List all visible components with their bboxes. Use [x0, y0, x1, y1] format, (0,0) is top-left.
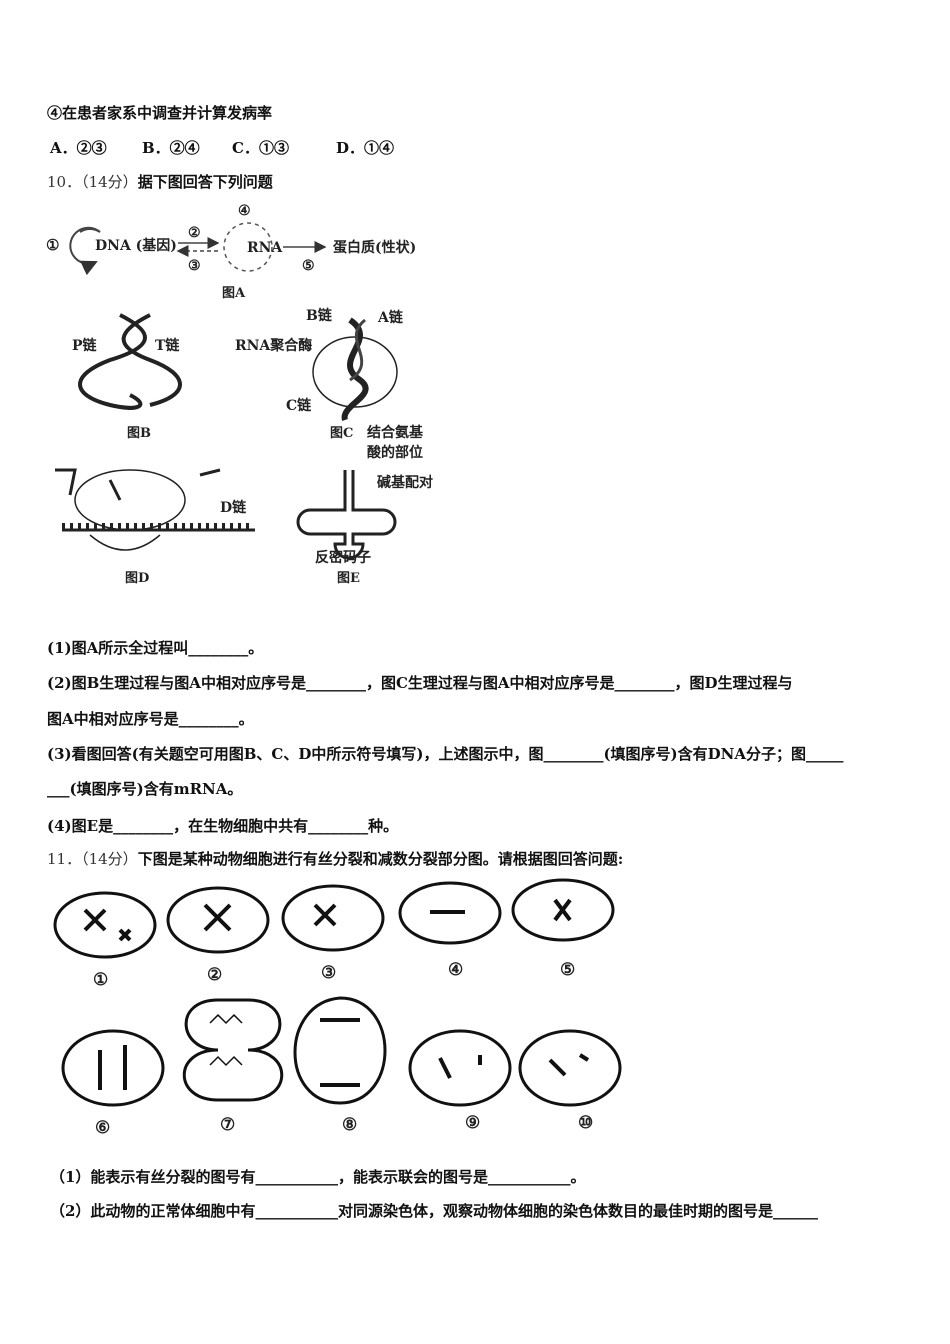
choice-a: A．②③	[50, 139, 107, 157]
label: ⑤	[302, 258, 315, 274]
figure-e: 结合氨基 酸的部位 碱基配对 反密码子 图E	[296, 424, 433, 586]
cell-label: ③	[321, 963, 336, 983]
q11-part2: （2）此动物的正常体细胞中有___________对同源染色体，观察动物体细胞的…	[50, 1202, 818, 1220]
label: C链	[286, 397, 312, 414]
question-number: 11．（14分）	[47, 850, 138, 868]
label: ②	[188, 225, 201, 241]
caption: 图D	[125, 571, 149, 586]
q10-part2-line1: (2)图B生理过程与图A中相对应序号是________，图C生理过程与图A中相对…	[47, 674, 793, 692]
cell-label: ①	[93, 970, 108, 990]
label: D链	[220, 499, 247, 516]
figure-c: B链 A链 RNA聚合酶 C链 图C	[235, 307, 404, 441]
q10-part3-line1: (3)看图回答(有关题空可用图B、C、D中所示符号填写)，上述图示中，图____…	[47, 745, 844, 763]
question-text: 下图是某种动物细胞进行有丝分裂和减数分裂部分图。请根据图回答问题:	[137, 850, 624, 868]
cell-labels: ① ② ③ ④ ⑤ ⑥ ⑦ ⑧ ⑨ ⑩	[93, 960, 593, 1138]
question-number: 10．（14分）	[47, 173, 138, 191]
figure-b: P链 T链 图B	[72, 313, 182, 441]
cell-label: ⑧	[342, 1115, 357, 1135]
q10-part2-line2: 图A中相对应序号是________。	[47, 710, 254, 728]
option-line-4: ④在患者家系中调查并计算发病率	[47, 104, 273, 122]
label: RNA聚合酶	[235, 337, 312, 354]
figure-d: D链 图D	[55, 468, 255, 586]
figure-a: ① DNA (基因) ② ③ ④ RNA ⑤ 蛋白质(性状) 图A	[46, 203, 416, 301]
label: ④	[238, 203, 251, 219]
q10-part1: (1)图A所示全过程叫________。	[47, 639, 264, 657]
label: T链	[155, 337, 180, 354]
label: 反密码子	[315, 549, 371, 566]
cell-label: ⑦	[220, 1115, 235, 1135]
label: P链	[72, 337, 98, 354]
label: DNA (基因)	[95, 237, 177, 254]
cell-label: ⑩	[578, 1113, 593, 1133]
caption: 图B	[127, 426, 151, 441]
cell-label: ④	[448, 960, 463, 980]
choice-d: D．①④	[336, 139, 395, 157]
question-10-heading: 10．（14分）据下图回答下列问题	[47, 171, 273, 192]
label: ③	[188, 258, 201, 274]
caption: 图E	[337, 571, 360, 586]
q10-part3-line2: ___(填图序号)含有mRNA。	[47, 780, 243, 798]
caption: 图C	[330, 426, 353, 441]
cell-label: ⑨	[465, 1113, 480, 1133]
q10-part4: (4)图E是________，在生物细胞中共有________种。	[47, 817, 399, 835]
label: 结合氨基	[367, 424, 424, 441]
cell-label: ⑤	[560, 960, 575, 980]
label: RNA	[247, 240, 283, 256]
cell-label: ⑥	[95, 1118, 110, 1138]
label: A链	[377, 309, 404, 326]
label: B链	[306, 307, 333, 324]
label: 酸的部位	[367, 444, 423, 461]
choice-b: B．②④	[142, 139, 200, 157]
choice-c: C．①③	[232, 139, 289, 157]
label: ①	[46, 236, 59, 254]
question-text: 据下图回答下列问题	[137, 173, 273, 191]
caption: 图A	[222, 286, 246, 301]
cell-diagrams	[53, 878, 622, 1107]
question-11-heading: 11．（14分）下图是某种动物细胞进行有丝分裂和减数分裂部分图。请根据图回答问题…	[47, 848, 623, 869]
cell-label: ②	[207, 965, 222, 985]
label: 碱基配对	[377, 474, 433, 491]
q11-part1: （1）能表示有丝分裂的图号有___________，能表示联会的图号是_____…	[50, 1168, 586, 1186]
label: 蛋白质(性状)	[333, 239, 416, 256]
